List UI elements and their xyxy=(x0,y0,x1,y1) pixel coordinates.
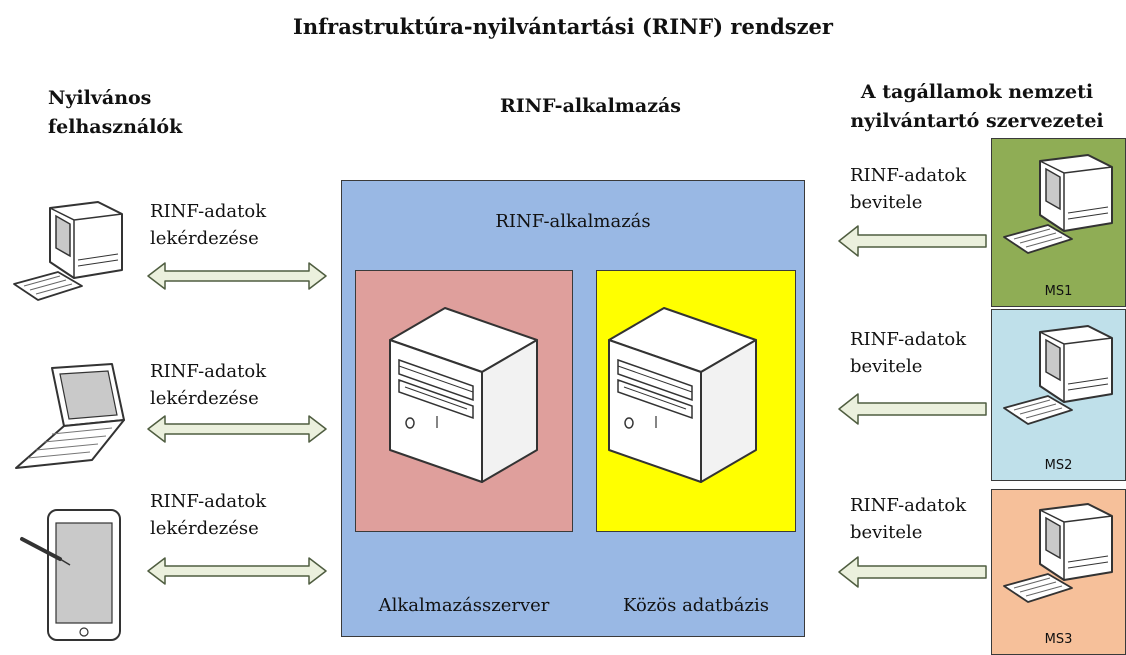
query-label-2-line-2: lekérdezése xyxy=(150,388,259,409)
query-label-2-line-1: RINF-adatok xyxy=(150,361,267,382)
member-states-heading: A tagállamok nemzeti nyilvántartó szerve… xyxy=(830,78,1124,136)
public-users-heading-line-2: felhasználók xyxy=(48,116,183,138)
member-states-heading-line-2: nyilvántartó szervezetei xyxy=(850,110,1104,132)
input-arrow-1 xyxy=(838,225,987,257)
tablet-icon xyxy=(20,509,121,641)
query-label-3: RINF-adatok lekérdezése xyxy=(150,488,266,542)
rinf-app-heading: RINF-alkalmazás xyxy=(500,95,682,117)
ms2-label: MS2 xyxy=(1044,458,1073,473)
application-server-icon xyxy=(389,307,538,483)
input-label-3: RINF-adatok bevitele xyxy=(850,492,966,546)
query-label-2: RINF-adatok lekérdezése xyxy=(150,358,266,412)
member-states-heading-line-1: A tagállamok nemzeti xyxy=(860,81,1094,103)
input-label-2-line-1: RINF-adatok xyxy=(850,329,967,350)
query-label-1-line-2: lekérdezése xyxy=(150,228,259,249)
public-users-heading: Nyilvános felhasználók xyxy=(48,84,182,142)
input-label-1-line-1: RINF-adatok xyxy=(850,165,967,186)
input-label-1-line-2: bevitele xyxy=(850,192,923,213)
input-arrow-3 xyxy=(838,556,987,588)
input-label-3-line-2: bevitele xyxy=(850,522,923,543)
query-label-3-line-2: lekérdezése xyxy=(150,518,259,539)
laptop-icon xyxy=(15,363,125,469)
query-label-1: RINF-adatok lekérdezése xyxy=(150,198,266,252)
input-label-3-line-1: RINF-adatok xyxy=(850,495,967,516)
ms3-label: MS3 xyxy=(1044,632,1073,647)
ms1-computer-icon xyxy=(1003,154,1113,254)
public-users-heading-line-1: Nyilvános xyxy=(48,87,152,109)
query-arrow-2 xyxy=(147,415,327,443)
database-label: Közös adatbázis xyxy=(622,595,770,616)
rinf-application-label: RINF-alkalmazás xyxy=(495,211,651,232)
input-label-2: RINF-adatok bevitele xyxy=(850,326,966,380)
input-label-2-line-2: bevitele xyxy=(850,356,923,377)
desktop-computer-icon xyxy=(13,201,123,301)
input-arrow-2 xyxy=(838,393,987,425)
diagram-title: Infrastruktúra-nyilvántartási (RINF) ren… xyxy=(293,14,833,39)
query-arrow-1 xyxy=(147,262,327,290)
input-label-1: RINF-adatok bevitele xyxy=(850,162,966,216)
ms2-computer-icon xyxy=(1003,325,1113,425)
database-server-icon xyxy=(608,307,757,483)
ms1-label: MS1 xyxy=(1044,284,1073,299)
query-arrow-3 xyxy=(147,557,327,585)
application-server-label: Alkalmazásszerver xyxy=(378,595,550,616)
query-label-1-line-1: RINF-adatok xyxy=(150,201,267,222)
ms3-computer-icon xyxy=(1003,503,1113,603)
query-label-3-line-1: RINF-adatok xyxy=(150,491,267,512)
